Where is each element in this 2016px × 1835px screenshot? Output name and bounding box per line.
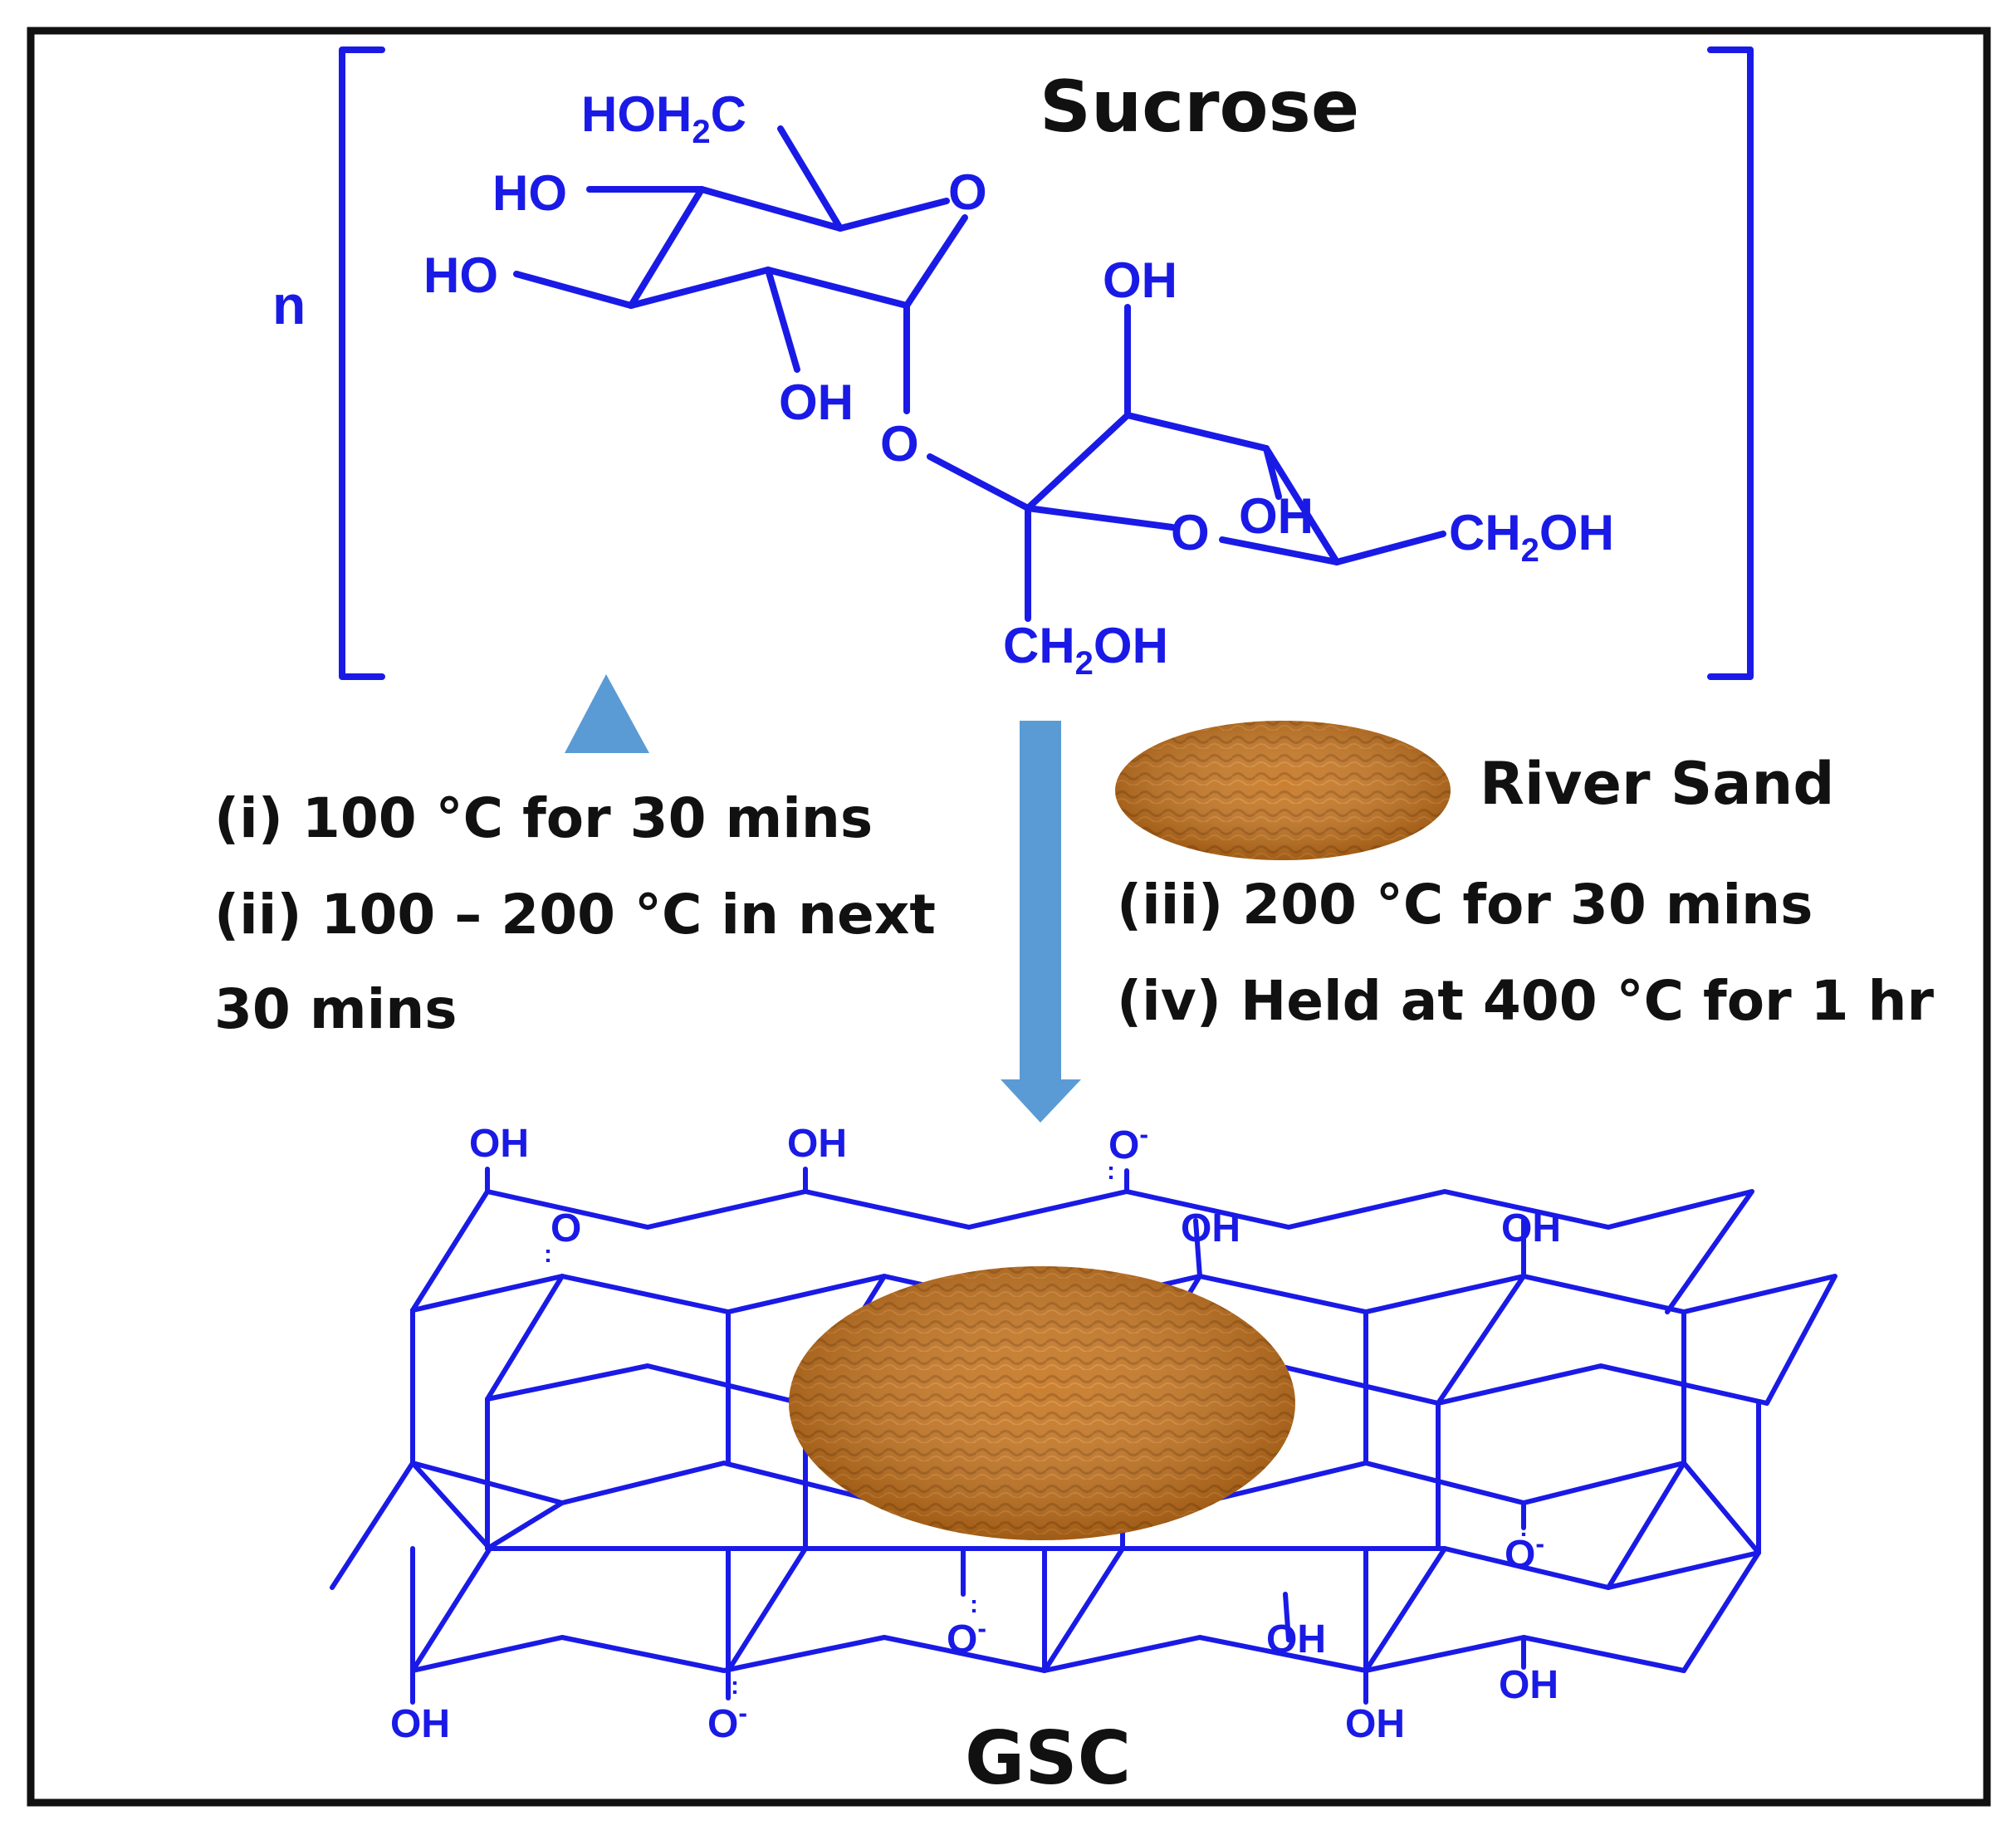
bot-oh-1: OH [390,1702,450,1746]
ch2oh-bottom-label: CH2OH [1003,618,1168,682]
bot-oh-2: OH [1345,1702,1405,1746]
process-arrow [1001,721,1081,1123]
oh-fructose-mid: OH [1239,488,1314,544]
ch2oh-right-label: CH2OH [1449,505,1614,569]
steps-left: (i) 100 °C for 30 mins (ii) 100 – 200 °C… [214,786,936,1041]
o-lone-label: O [550,1206,581,1250]
oh-fructose-top: OH [1103,252,1177,308]
gsc-functional-groups: OH OH O- : O : OH OH O- : O- : OH OH OH … [390,1119,1561,1746]
right-bracket [1707,46,1754,680]
top-oh-2: OH [787,1122,847,1166]
step-ii-cont: 30 mins [214,977,458,1041]
bot-o-lone-pair: : [731,1672,739,1700]
o-lone-pair: : [544,1240,552,1268]
sucrose-structure [339,46,1754,680]
step-i: (i) 100 °C for 30 mins [214,786,873,850]
oh-low-1: OH [1266,1617,1326,1661]
bot-o-minus: O- [707,1698,747,1746]
ring-o-glucose: O [948,164,987,220]
river-sand-particle-shade [789,1266,1295,1540]
oh-mid-1: OH [1181,1206,1240,1250]
heat-triangle-icon [565,674,649,753]
step-ii: (ii) 100 – 200 °C in next [214,883,936,947]
o-minus-center-lone-pair: : [970,1591,978,1618]
sucrose-title: Sucrose [1040,66,1359,149]
river-sand-shade [1115,721,1451,860]
ho-mid-label: HO [423,247,498,303]
steps-right: (iii) 200 °C for 30 mins (iv) Held at 40… [1117,873,1934,1033]
oh-low-2: OH [1499,1663,1558,1707]
top-oh-1: OH [469,1122,529,1166]
gsc-label: GSC [965,1715,1131,1801]
oh-mid-2: OH [1501,1206,1561,1250]
top-o-minus: O- [1108,1119,1148,1167]
sucrose-labels: HOH2C HO HO O OH O OH O OH CH2OH CH2OH n… [272,66,1614,682]
ring-o-fructose: O [1171,505,1210,560]
glycosidic-o-label: O [880,416,919,472]
figure-frame [27,27,1991,1807]
o-minus-center: O- [947,1613,986,1661]
step-iii: (iii) 200 °C for 30 mins [1117,873,1813,937]
repeat-n-label: n [272,274,306,335]
step-iv: (iv) Held at 400 °C for 1 hr [1117,969,1934,1033]
o-minus-right: O- [1505,1529,1544,1577]
ho-top-label: HO [492,165,567,221]
oh-bottom-label: OH [779,374,854,430]
top-o-lone-pair: : [1107,1157,1115,1185]
hoh2c-label: HOH2C [581,86,746,150]
river-sand-label: River Sand [1480,750,1835,818]
left-bracket [339,46,385,680]
o-minus-right-lone-pair: : [1519,1514,1528,1542]
